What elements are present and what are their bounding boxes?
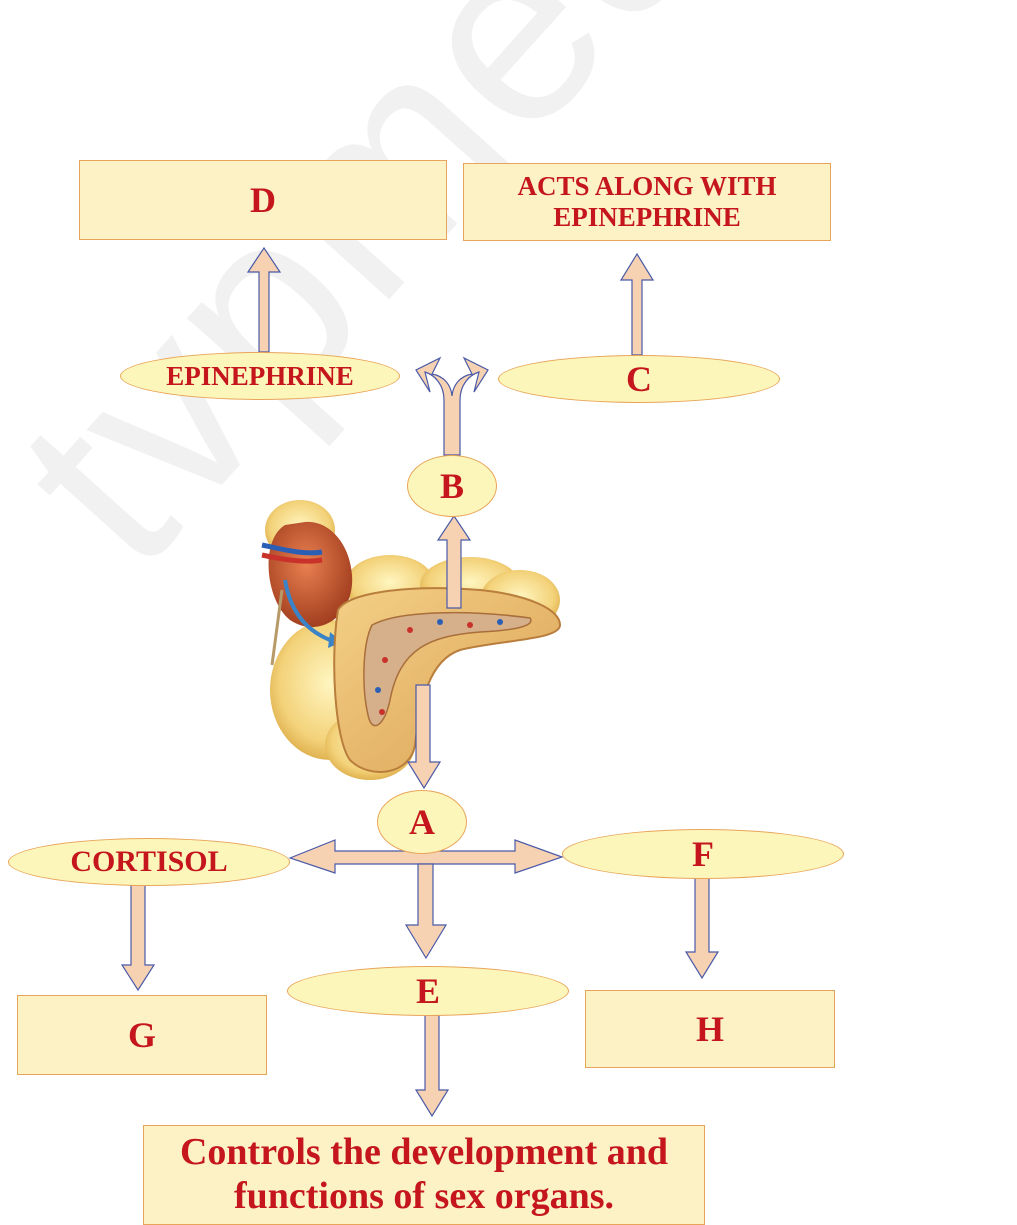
oval-c: C xyxy=(498,355,780,403)
box-g-label: G xyxy=(128,1014,156,1056)
arrow-c-to-acts-along xyxy=(621,254,653,355)
oval-a: A xyxy=(377,790,467,854)
box-g: G xyxy=(17,995,267,1075)
arrow-cortisol-to-g xyxy=(122,885,154,990)
arrow-f-to-h xyxy=(686,878,718,978)
oval-b: B xyxy=(407,455,497,517)
oval-f-label: F xyxy=(692,833,714,875)
box-h: H xyxy=(585,990,835,1068)
box-acts-along-label: ACTS ALONG WITH EPINEPHRINE xyxy=(484,171,810,233)
arrow-a-to-e xyxy=(406,864,446,958)
oval-epinephrine: EPINEPHRINE xyxy=(120,352,400,400)
box-d-label: D xyxy=(250,179,276,221)
oval-cortisol: CORTISOL xyxy=(8,838,290,886)
box-d: D xyxy=(79,160,447,240)
box-sex-organs: Controls the development and functions o… xyxy=(143,1125,705,1225)
oval-e-label: E xyxy=(416,970,440,1012)
arrow-e-to-sex-organs xyxy=(416,1015,448,1116)
oval-cortisol-label: CORTISOL xyxy=(70,845,227,879)
adrenal-gland-icon xyxy=(262,500,560,780)
arrow-epinephrine-to-d xyxy=(248,248,280,352)
box-h-label: H xyxy=(696,1008,724,1050)
box-acts-along: ACTS ALONG WITH EPINEPHRINE xyxy=(463,163,831,241)
oval-epinephrine-label: EPINEPHRINE xyxy=(166,361,354,392)
oval-e: E xyxy=(287,966,569,1016)
box-sex-organs-label: Controls the development and functions o… xyxy=(154,1131,694,1218)
arrow-b-fork xyxy=(416,358,488,455)
oval-f: F xyxy=(562,829,844,879)
oval-a-label: A xyxy=(409,801,435,843)
oval-c-label: C xyxy=(626,358,652,400)
oval-b-label: B xyxy=(440,465,464,507)
